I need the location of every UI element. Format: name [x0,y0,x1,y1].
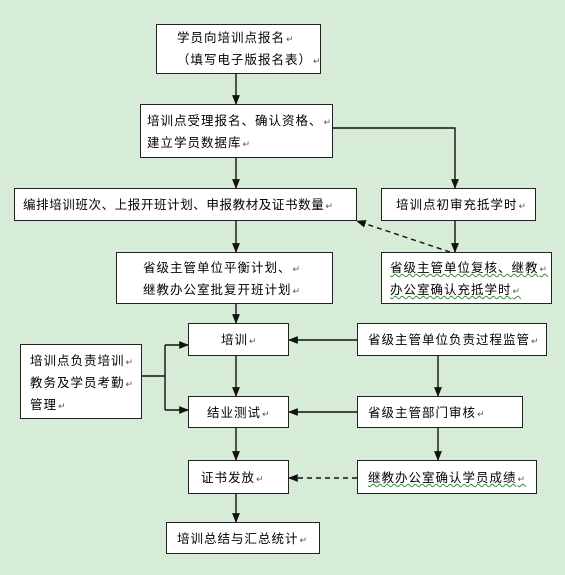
node-confirm-scores-line-1: 继教办公室确认学员成绩 [368,468,530,490]
node-attendance-line-1: 培训点负责培训 [30,351,135,373]
node-exam-line-1: 结业测试 [207,403,282,425]
node-balance-line-2: 继教办公室批复开班计划 [143,280,326,302]
node-audit-line-1: 省级主管部门审核 [368,403,516,425]
arrow-review-to-plan-dashed [356,220,451,253]
node-process-supervision: 省级主管单位负责过程监管 [357,323,547,356]
node-review: 省级主管单位复核、继教 办公室确认充抵学时 [381,252,552,304]
node-credit-check-line-1: 培训点初审充抵学时 [396,195,529,217]
node-certificate: 证书发放 [188,460,289,494]
node-accept-line-1: 培训点受理报名、确认资格、 [147,111,326,133]
node-summary-line-1: 培训总结与汇总统计 [177,529,313,551]
node-register-line-2: （填写电子版报名表） [177,50,314,72]
node-accept: 培训点受理报名、确认资格、 建立学员数据库 [140,104,333,158]
node-attendance: 培训点负责培训 教务及学员考勤 管理 [20,344,142,419]
node-review-line-1: 省级主管单位复核、继教 [390,258,545,280]
node-attendance-line-3: 管理 [30,395,135,417]
node-training-line-1: 培训 [221,330,282,352]
node-plan-line-1: 编排培训班次、上报开班计划、申报教材及证书数量 [23,195,350,217]
arrow-accept-to-credit-check [333,127,459,189]
node-certificate-line-1: 证书发放 [201,468,282,490]
node-review-line-2: 办公室确认充抵学时 [390,280,545,302]
node-balance-line-1: 省级主管单位平衡计划、 [143,258,326,280]
node-audit: 省级主管部门审核 [357,396,523,428]
node-attendance-line-2: 教务及学员考勤 [30,373,135,395]
node-plan: 编排培训班次、上报开班计划、申报教材及证书数量 [14,188,357,221]
node-process-supervision-line-1: 省级主管单位负责过程监管 [368,330,540,352]
node-register: 学员向培训点报名 （填写电子版报名表） [156,24,321,74]
node-accept-line-2: 建立学员数据库 [147,133,326,155]
node-credit-check: 培训点初审充抵学时 [381,188,536,221]
node-training: 培训 [188,323,289,356]
node-register-line-1: 学员向培训点报名 [177,28,314,50]
node-confirm-scores: 继教办公室确认学员成绩 [357,460,537,494]
node-summary: 培训总结与汇总统计 [166,522,320,554]
node-exam: 结业测试 [188,396,289,428]
node-balance: 省级主管单位平衡计划、 继教办公室批复开班计划 [116,252,333,304]
